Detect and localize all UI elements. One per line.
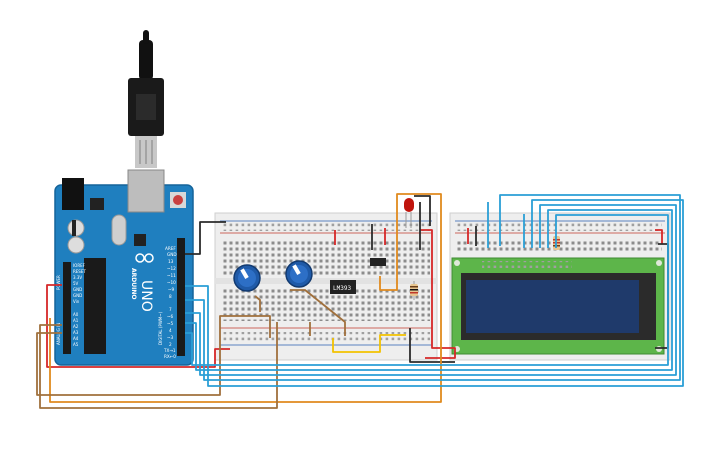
wire-brown-2[interactable] [36,315,271,396]
wire-red-5v[interactable] [46,284,230,368]
slide-switch[interactable] [370,258,386,266]
pin-label-5: ~5 [167,321,174,326]
wire-orange[interactable] [49,193,442,403]
power-label: POWER [56,275,61,290]
wire-black-gnd[interactable] [185,221,226,255]
pin-label-a3: A3 [73,330,79,335]
resistor-1[interactable] [410,281,418,300]
wire-red-lcd-rail[interactable] [655,229,663,244]
wire-brown-4[interactable] [254,295,261,312]
pin-label-a0: A0 [73,312,79,317]
pin-label-12: ~12 [167,266,176,271]
pin-label-aref: AREF [165,246,176,251]
wire-brown-3[interactable] [290,289,346,336]
pin-label-6: ~6 [167,314,174,319]
pin-label-2: 2 [169,342,172,347]
pin-label-5v: 5V [73,281,79,286]
pin-label-7: 7 [169,307,172,312]
pin-label-gnd-2: GND [73,293,82,298]
pin-label-a1: A1 [73,318,79,323]
wire-black-led[interactable] [414,195,431,226]
chip-label: LM393 [333,285,351,292]
pin-label-4: 4 [169,328,172,333]
pin-label-9: ~9 [168,287,175,292]
wire-blue-2[interactable] [185,194,681,381]
pin-label-a5: A5 [73,342,79,347]
wire-blue-5[interactable] [185,214,669,366]
potentiometer-2[interactable] [285,260,313,288]
pin-label-reset: RESET [73,269,86,274]
pin-label-a4: A4 [73,336,79,341]
lm393-chip[interactable]: LM393 [330,280,356,294]
pin-label-3v3: 3.3V [73,275,82,280]
pin-label-11: ~11 [167,273,176,278]
wire-yellow[interactable] [332,334,406,353]
wire-red-lcd[interactable] [420,229,456,359]
digital-label: DIGITAL (PWM~) [158,311,163,345]
wire-blue-3[interactable] [185,204,677,376]
pin-label-ioref: IOREF [73,263,86,268]
wire-blue-1[interactable] [185,199,684,387]
pin-label-gnd-1: GND [73,287,82,292]
red-led[interactable] [404,198,414,228]
pin-label-gnd: GND [167,252,177,257]
wire-black-3[interactable] [409,328,455,363]
arduino-wordmark: ARDUINO [130,268,137,299]
pin-label-8: 8 [169,294,172,299]
pin-label-a2: A2 [73,324,79,329]
uno-wordmark: UNO [138,280,154,312]
lcd-module[interactable] [451,257,665,355]
pin-label-vin: Vin [73,299,80,304]
pin-label-rx: RX←0 [164,354,176,359]
pin-label-13: 13 [168,259,174,264]
pin-label-3: ~3 [167,335,174,340]
pin-label-10: ~10 [167,280,176,285]
wire-blue-4[interactable] [185,209,673,371]
arduino-logo [135,253,154,263]
potentiometer-1[interactable] [233,264,261,292]
arduino-uno-board[interactable]: AREF GND 13 ~12 ~11 ~10 ~9 8 7 ~6 ~5 4 ~… [54,169,194,366]
pin-label-tx: TX→1 [163,348,176,353]
usb-cable[interactable] [128,30,164,168]
